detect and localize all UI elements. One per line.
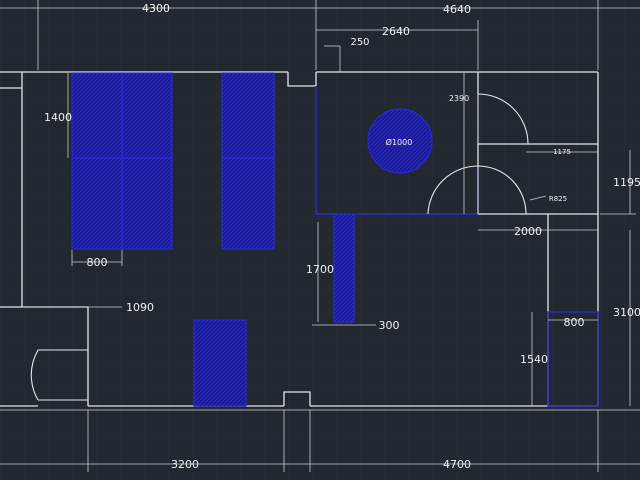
- dim-left-upper: 1400: [44, 111, 72, 124]
- bed-block-right: [221, 72, 275, 250]
- furniture: [71, 72, 599, 407]
- round-table: [367, 108, 433, 174]
- dim-top-left: 4300: [142, 2, 170, 15]
- dim-closet-height: 2390: [449, 94, 469, 103]
- dim-mid-thickness: 300: [379, 319, 400, 332]
- doors: [30, 93, 529, 401]
- dim-top-right: 4640: [443, 3, 471, 16]
- door-center: [427, 165, 479, 215]
- cabinet-outline: [547, 311, 599, 407]
- dim-cabinet-height: 1540: [520, 353, 548, 366]
- bottom-block: [193, 319, 247, 407]
- dim-bottom-right: 4700: [443, 458, 471, 471]
- dim-cabinet-width: 800: [564, 316, 585, 329]
- dim-circle: Ø1000: [386, 137, 413, 147]
- partition-column: [333, 213, 355, 323]
- dim-closet-width: 1175: [553, 148, 571, 156]
- door-closet-bottom: [477, 165, 527, 215]
- dim-wall-gap: 1090: [126, 301, 154, 314]
- dim-top-mid-a: 2640: [382, 25, 410, 38]
- dim-bed-width: 800: [87, 256, 108, 269]
- door-closet-top: [477, 93, 529, 145]
- dim-right-full: 3100: [613, 306, 640, 319]
- dim-top-mid-b: 250: [350, 37, 369, 48]
- dimension-labels: 4300 4640 2640 250 1400 800 1090 Ø1000 2…: [44, 2, 640, 471]
- dim-door-radius: R825: [549, 195, 567, 203]
- door-entry: [30, 349, 88, 401]
- dim-bottom-left: 3200: [171, 458, 199, 471]
- dim-right-upper: 1195: [613, 176, 640, 189]
- dim-lower-wall-width: 2000: [514, 225, 542, 238]
- dim-mid-height: 1700: [306, 263, 334, 276]
